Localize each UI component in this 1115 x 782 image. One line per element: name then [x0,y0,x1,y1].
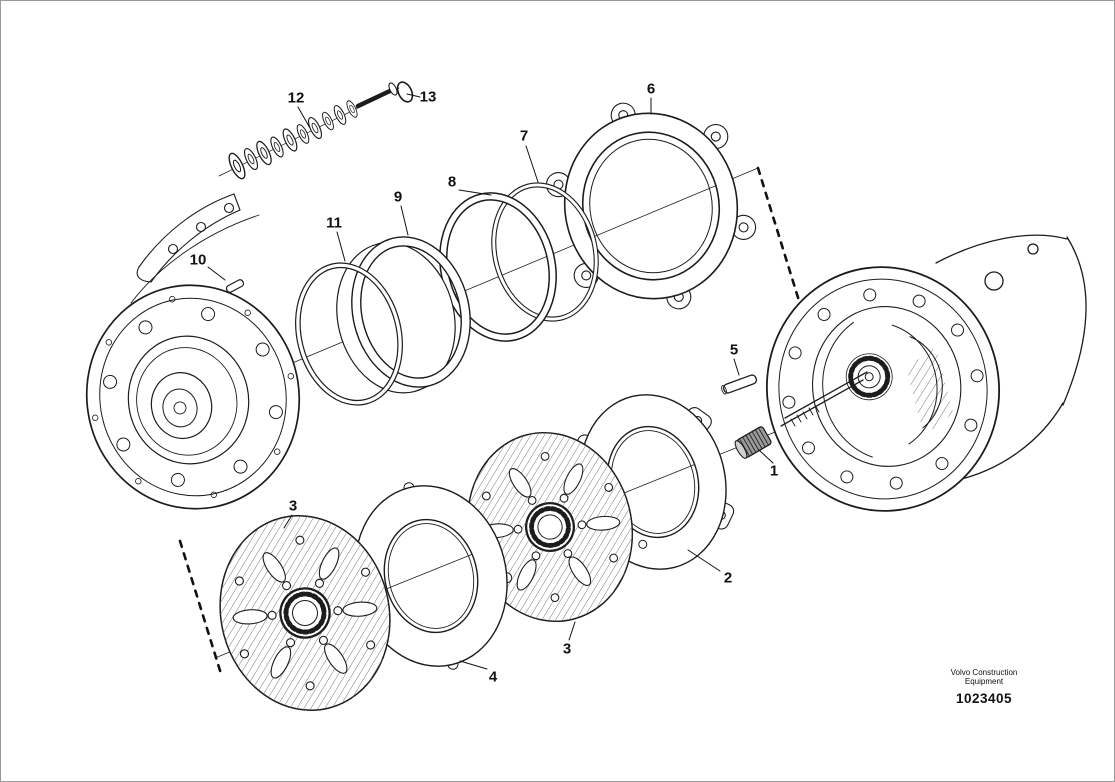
part-callout-1: 1 [769,462,779,480]
wheel-hub [85,284,301,510]
splined-coupling-part-1 [734,426,772,459]
document-part-number: 1023405 [955,691,1013,706]
brake-cover-part-6 [545,102,757,310]
part-callout-11: 11 [326,214,342,232]
part-callout-3-front: 3 [288,497,298,515]
brand-line-2: Equipment [964,677,1004,686]
boundary-dashed-lines [178,166,802,679]
drive-shaft [780,371,868,427]
part-callout-8: 8 [447,173,457,191]
pin-part-5 [721,374,758,395]
seal-ring-part-7 [491,182,599,322]
boundary-dashed-line-top [756,166,802,306]
part-callout-12: 12 [287,89,305,107]
part-callout-13: 13 [419,88,437,106]
pin-part-10 [225,279,245,293]
part-callout-4: 4 [488,668,498,686]
part-callout-9: 9 [393,188,403,206]
part-callout-10: 10 [189,251,207,269]
retaining-ring-part-11 [295,262,403,406]
footer: Volvo Construction Equipment 1023405 [925,668,1043,706]
shim-stack-part-12 [218,82,400,182]
callout-leader-lines [207,93,774,670]
axle-flange-fragment [130,193,260,304]
brake-housing [765,266,1001,512]
axle-housing-arm [935,234,1087,482]
boundary-dashed-line-bottom [178,539,224,679]
part-callout-6: 6 [646,80,656,98]
splined-hub-boss [845,353,893,401]
part-callout-7: 7 [519,127,529,145]
part-callout-3-rear: 3 [562,640,572,658]
part-callout-2: 2 [723,569,733,587]
part-callout-5: 5 [729,341,739,359]
snap-ring-part-13 [396,81,414,103]
brand-line-1: Volvo Construction [950,668,1018,677]
piston-ring-part-9 [336,236,471,394]
